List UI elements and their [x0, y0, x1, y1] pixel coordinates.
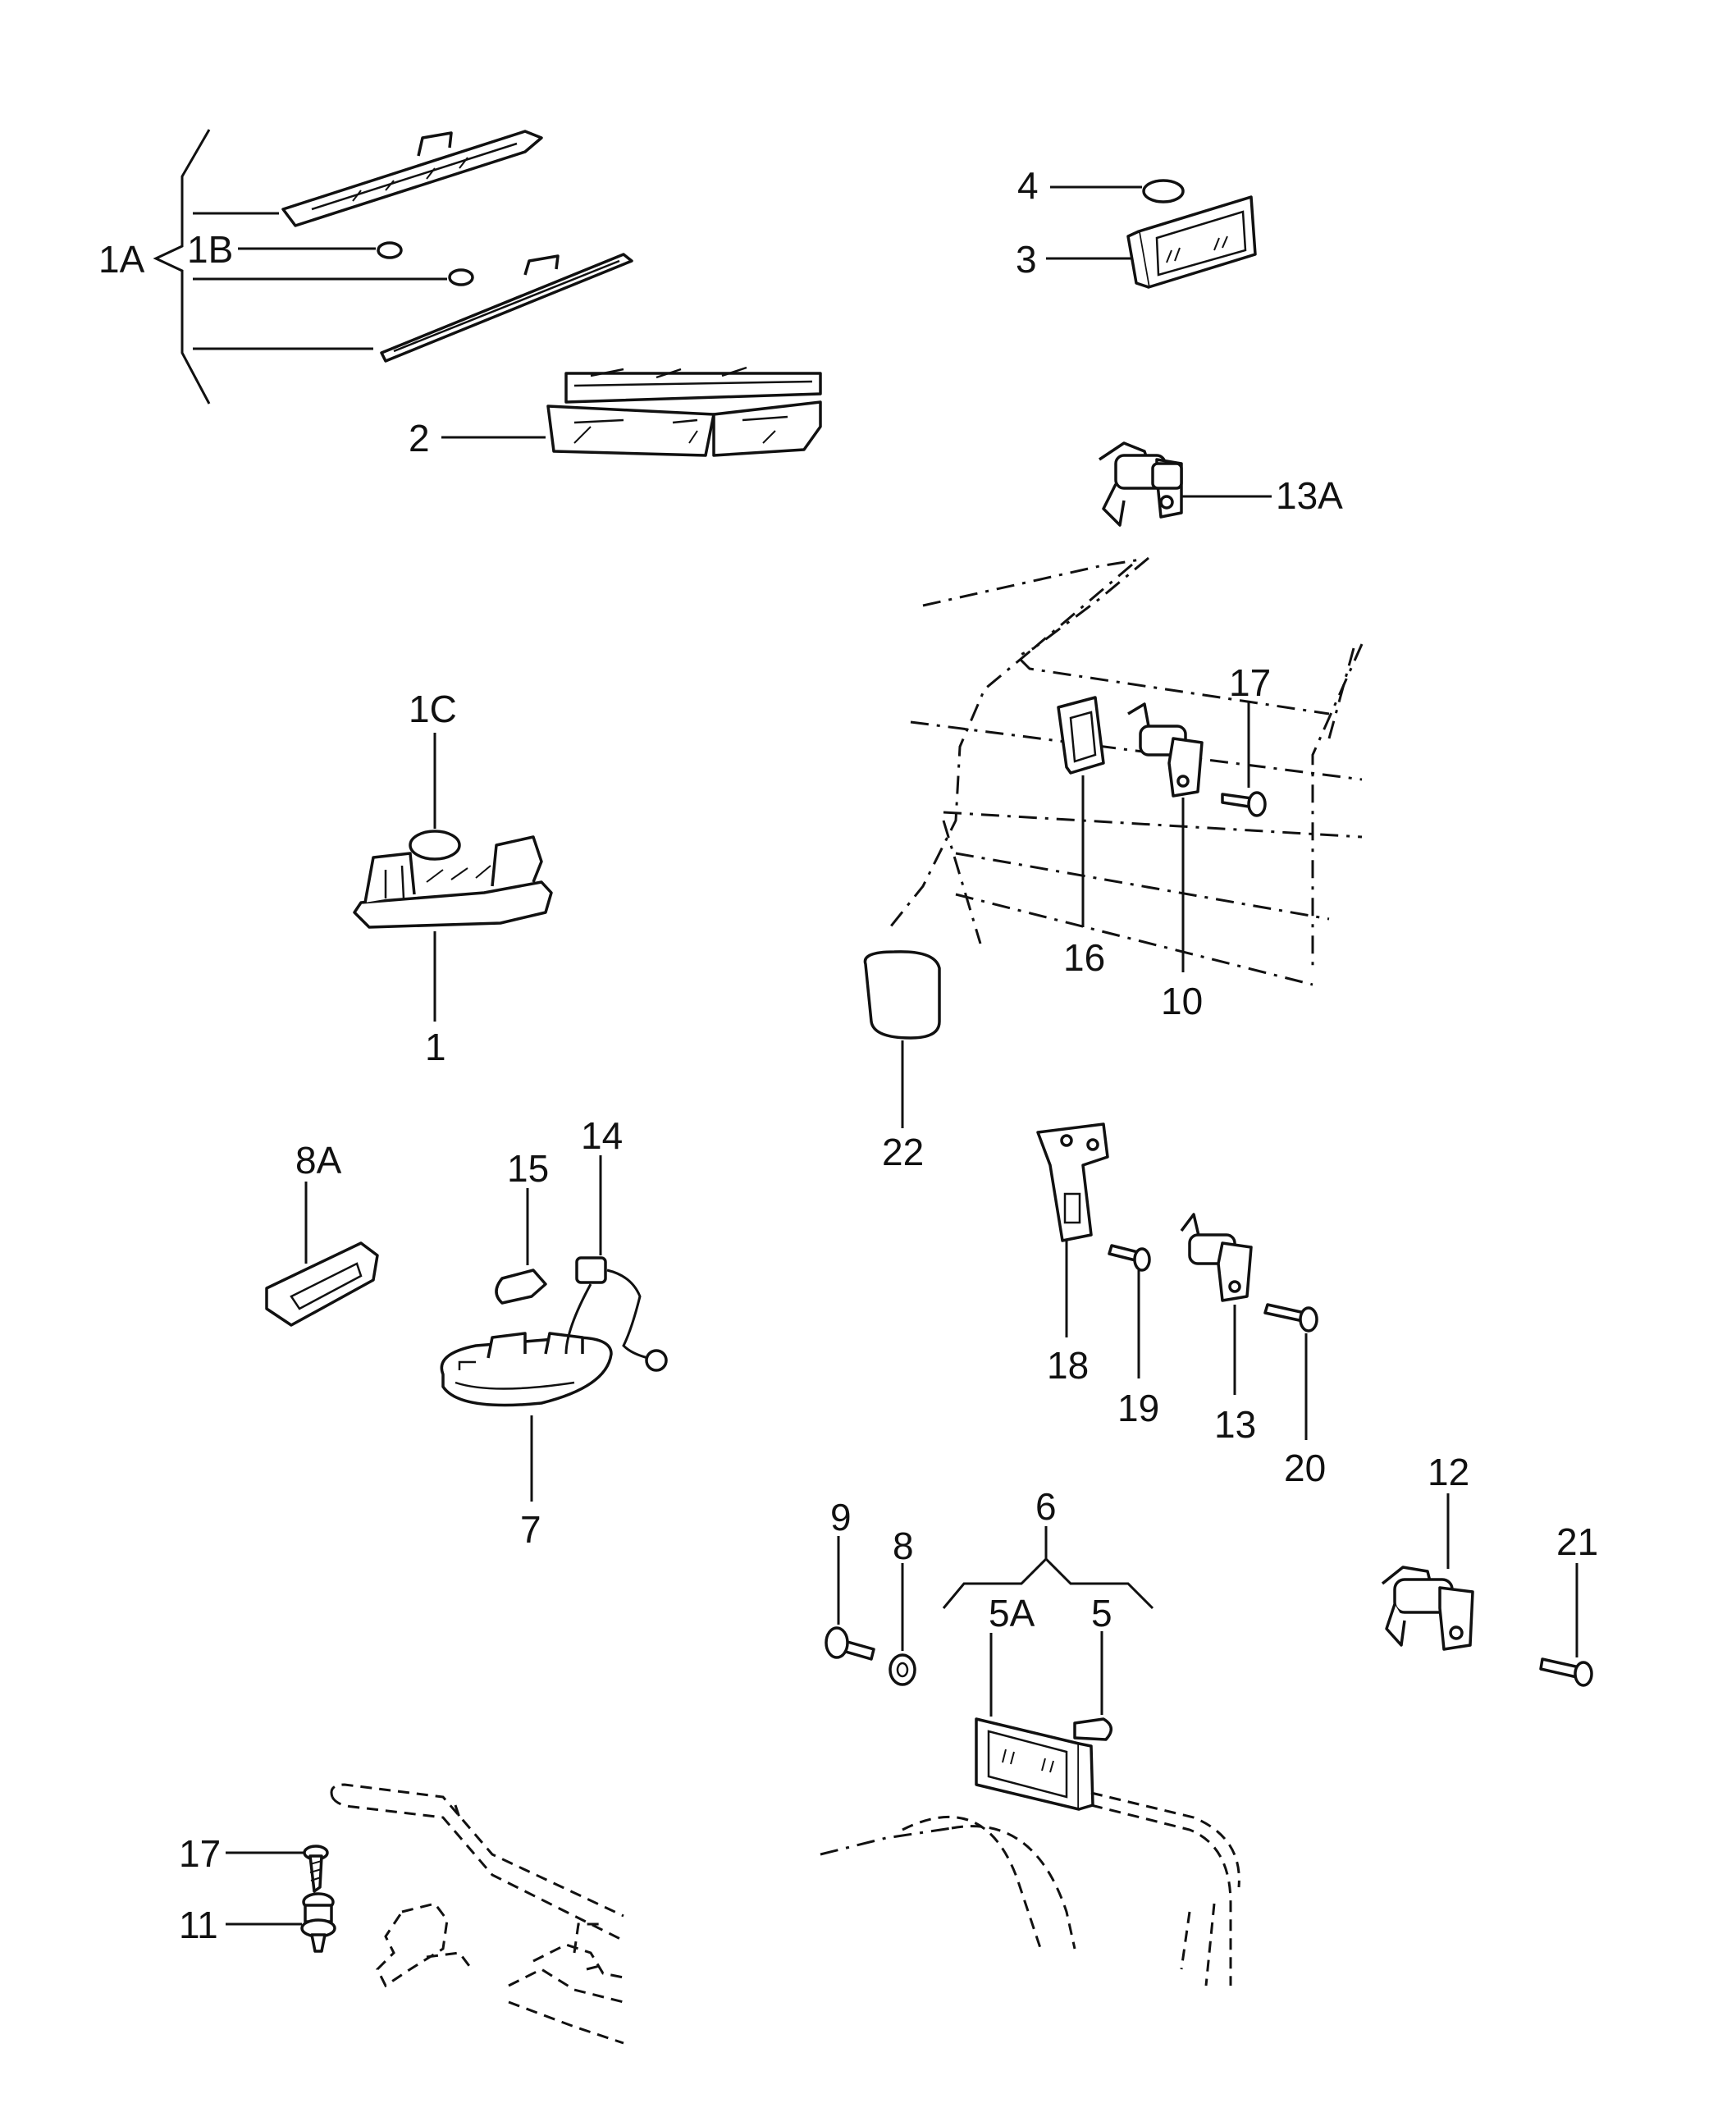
label-1B: 1B: [187, 228, 233, 271]
part-9-screw: [825, 1536, 875, 1661]
part-10-contact-switch: [1127, 702, 1204, 972]
label-14: 14: [581, 1114, 623, 1157]
part-8-washer: [889, 1563, 916, 1686]
part-5A-lens: [975, 1633, 1094, 1811]
label-5A: 5A: [989, 1592, 1035, 1634]
part-15-bulb: [495, 1188, 547, 1305]
label-6: 6: [1035, 1485, 1057, 1528]
part-17-screw-upper: [1221, 702, 1267, 817]
part-6-side-lamp-assembly: [942, 1526, 1154, 1610]
part-13-contact-switch: [1180, 1213, 1253, 1395]
part-3-side-marker-lamp: [1046, 179, 1257, 289]
part-1-interior-lamp: [353, 733, 553, 1022]
part-1A-lamp-assembly: [153, 129, 633, 405]
label-3: 3: [1016, 238, 1037, 281]
label-4: 4: [1017, 164, 1039, 207]
part-16-pad: [1057, 696, 1105, 927]
part-19-screw: [1108, 1244, 1151, 1378]
label-13: 13: [1214, 1403, 1256, 1446]
bulb-icon: [448, 268, 474, 286]
part-7-lamp-housing: [440, 1332, 613, 1502]
bulb-1C-icon: [409, 830, 461, 861]
label-8A: 8A: [295, 1139, 342, 1182]
label-15: 15: [507, 1147, 549, 1190]
label-16: 16: [1063, 936, 1105, 979]
part-20-screw: [1263, 1303, 1318, 1440]
part-22-rubber-pad: [863, 950, 941, 1128]
part-12-contact-switch: [1381, 1493, 1474, 1651]
part-18-bracket: [1036, 1122, 1109, 1337]
part-11-clip: [226, 1892, 336, 1953]
label-20: 20: [1284, 1447, 1326, 1489]
label-8: 8: [893, 1525, 914, 1567]
label-13A: 13A: [1276, 474, 1343, 517]
part-2-interior-lamp: [441, 366, 822, 457]
part-21-screw: [1539, 1563, 1593, 1687]
door-outline: [889, 556, 1364, 986]
label-17-upper: 17: [1229, 661, 1271, 704]
label-21: 21: [1556, 1520, 1598, 1563]
body-outline-lower-right: [820, 1791, 1240, 1986]
label-12: 12: [1428, 1451, 1469, 1493]
part-14-wire-harness: [564, 1155, 668, 1372]
label-2: 2: [409, 417, 430, 459]
part-8A-lens-frame: [265, 1182, 379, 1327]
bulb-4-icon: [1142, 179, 1185, 203]
part-17-screw-lower: [226, 1845, 329, 1893]
body-outline-lower-left: [330, 1783, 624, 2045]
bulb-1B-icon: [377, 241, 403, 259]
label-19: 19: [1117, 1387, 1159, 1429]
part-5-bulb: [1073, 1631, 1112, 1741]
label-9: 9: [830, 1496, 852, 1538]
label-11: 11: [179, 1904, 218, 1946]
label-10: 10: [1161, 980, 1203, 1022]
callout-labels: 1A 1B 1C 1 2 3 4 13A 17 16 10 22 8A 15 1…: [98, 164, 1598, 1946]
label-1C: 1C: [409, 688, 457, 730]
part-13A-contact-switch: [1099, 441, 1272, 527]
label-1: 1: [425, 1026, 446, 1068]
label-22: 22: [882, 1131, 924, 1173]
label-1A: 1A: [98, 238, 145, 281]
label-7: 7: [520, 1508, 541, 1551]
label-18: 18: [1047, 1344, 1089, 1387]
label-17-lower: 17: [179, 1832, 221, 1875]
label-5: 5: [1091, 1592, 1112, 1634]
